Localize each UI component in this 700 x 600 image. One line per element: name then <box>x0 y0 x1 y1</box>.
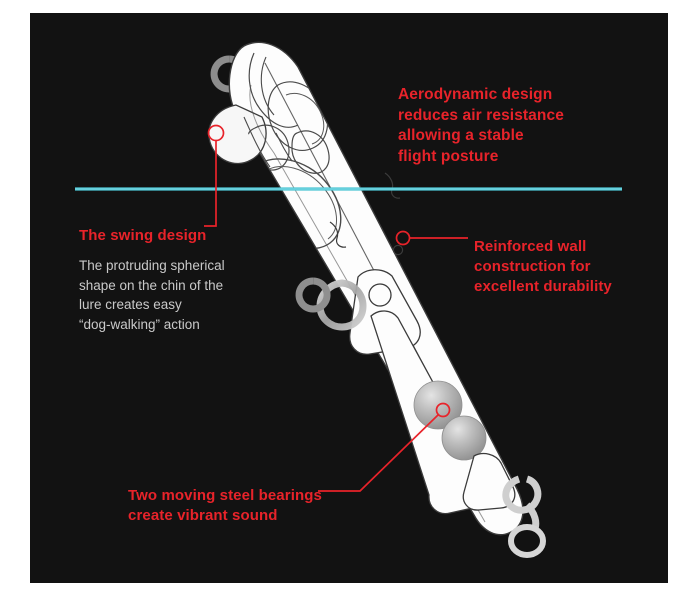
lure-illustration <box>75 41 622 558</box>
callout-swing-design-detail: The protruding spherical shape on the ch… <box>79 258 225 332</box>
callout-swing-design: The swing design <box>79 227 207 244</box>
body-port-hole <box>392 244 404 256</box>
leader-reinforced-wall <box>395 230 468 246</box>
callout-aerodynamic-design: Aerodynamic design reduces air resistanc… <box>398 86 564 165</box>
callout-steel-bearings: Two moving steel bearings create vibrant… <box>128 487 322 524</box>
tail-hook-hanger-icon <box>502 475 546 558</box>
diagram-panel: Aerodynamic design reduces air resistanc… <box>30 13 668 583</box>
belly-hook-hanger-icon <box>295 277 367 331</box>
chin-sphere <box>208 104 267 165</box>
leader-steel-bearings <box>318 402 451 492</box>
steel-bearing-lower <box>441 415 487 461</box>
callout-reinforced-wall: Reinforced wall construction for excelle… <box>474 238 612 295</box>
leader-swing-design <box>204 124 225 227</box>
